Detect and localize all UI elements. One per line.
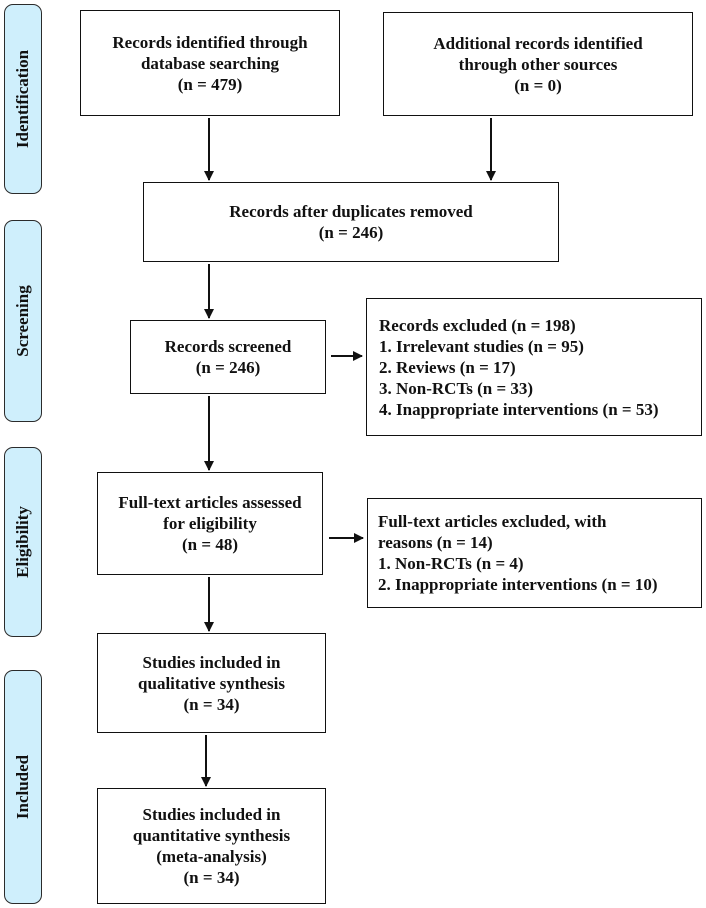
- quantitative-synthesis-box: Studies included in quantitative synthes…: [97, 788, 326, 904]
- records-excluded-box: Records excluded (n = 198) 1. Irrelevant…: [366, 298, 702, 436]
- box-line: Records after duplicates removed: [229, 202, 473, 221]
- box-line: 2. Inappropriate interventions (n = 10): [378, 575, 658, 594]
- phase-included: Included: [4, 670, 42, 904]
- box-line: Records identified through: [112, 32, 308, 52]
- fulltext-assessed-box: Full-text articles assessed for eligibil…: [97, 472, 323, 575]
- box-line: 1. Irrelevant studies (n = 95): [379, 336, 584, 356]
- box-line: through other sources: [458, 54, 618, 74]
- box-line: (n = 34): [183, 694, 240, 714]
- box-line: Studies included in: [142, 805, 281, 824]
- database-records-box: Records identified through database sear…: [80, 10, 340, 116]
- box-line: (n = 479): [177, 74, 243, 94]
- other-records-box: Additional records identified through ot…: [383, 12, 693, 116]
- box-line: 3. Non-RCTs (n = 33): [379, 378, 534, 398]
- box-line: qualitative synthesis: [138, 673, 285, 693]
- box-line: Records screened: [164, 337, 292, 356]
- box-line: (n = 34): [183, 868, 240, 887]
- box-line: for eligibility: [163, 514, 257, 533]
- box-line: reasons (n = 14): [378, 533, 493, 552]
- deduplicated-records-box: Records after duplicates removed (n = 24…: [143, 182, 559, 262]
- box-line: Records excluded (n = 198): [379, 315, 576, 335]
- box-line: quantitative synthesis: [132, 826, 291, 845]
- fulltext-excluded-box: Full-text articles excluded, with reason…: [367, 498, 702, 608]
- qualitative-synthesis-box: Studies included in qualitative synthesi…: [97, 633, 326, 733]
- phase-identification: Identification: [4, 4, 42, 194]
- box-line: (meta-analysis): [156, 847, 267, 866]
- box-line: (n = 48): [182, 535, 238, 554]
- box-line: Studies included in: [142, 652, 281, 672]
- box-line: 2. Reviews (n = 17): [379, 357, 516, 377]
- box-line: 1. Non-RCTs (n = 4): [378, 554, 524, 573]
- box-line: Full-text articles excluded, with: [378, 512, 607, 531]
- box-line: (n = 246): [195, 358, 261, 377]
- box-line: Additional records identified: [433, 33, 643, 53]
- records-screened-box: Records screened (n = 246): [130, 320, 326, 394]
- box-line: 4. Inappropriate interventions (n = 53): [379, 399, 659, 419]
- phase-screening: Screening: [4, 220, 42, 422]
- box-line: (n = 0): [514, 75, 562, 95]
- phase-eligibility: Eligibility: [4, 447, 42, 637]
- box-line: Full-text articles assessed: [118, 493, 302, 512]
- box-line: (n = 246): [318, 223, 384, 242]
- box-line: database searching: [140, 53, 280, 73]
